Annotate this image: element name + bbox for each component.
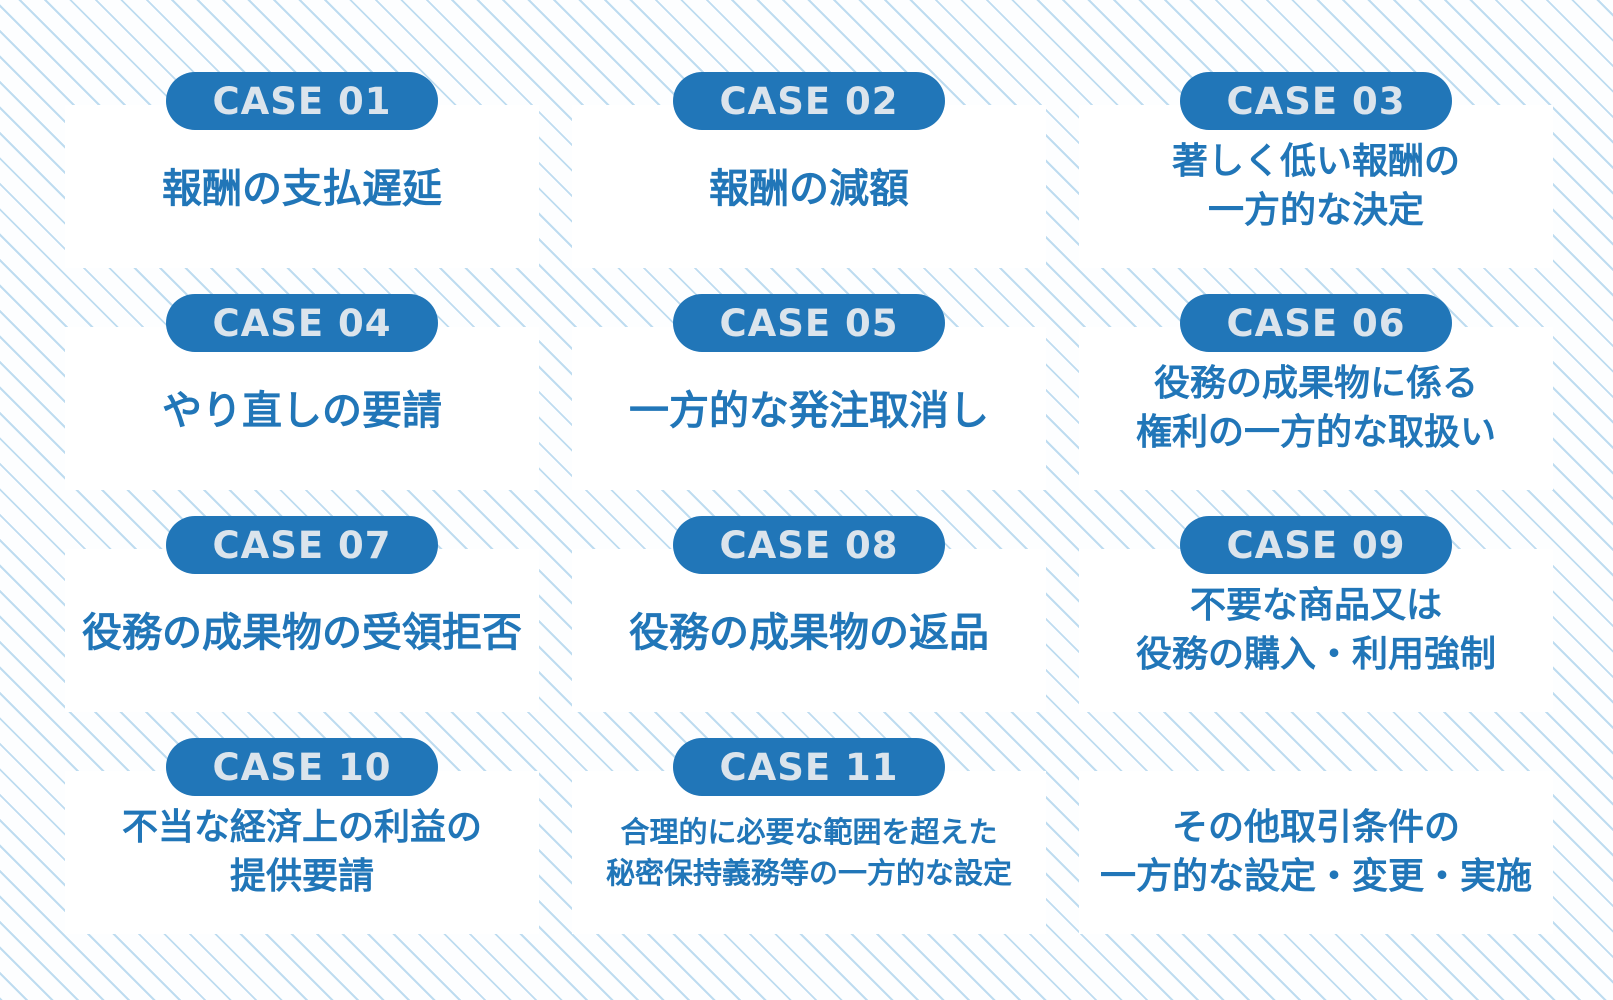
case-title-line: 権利の一方的な取扱い	[1135, 411, 1496, 453]
case-title: 一方的な発注取消し	[572, 327, 1046, 490]
case-title: 著しく低い報酬の一方的な決定	[1079, 105, 1553, 268]
case-card-body	[1079, 327, 1553, 490]
case-number-badge: CASE 07	[166, 516, 438, 574]
case-number-label: CASE 09	[1226, 523, 1406, 567]
case-number-label: CASE 10	[212, 745, 392, 789]
case-card-body	[65, 549, 539, 712]
case-number-label: CASE 02	[719, 79, 899, 123]
case-title-line: 役務の成果物の受領拒否	[82, 609, 522, 656]
case-title-line: 役務の成果物に係る	[1153, 362, 1478, 404]
case-card-body	[572, 771, 1046, 934]
case-number-badge: CASE 02	[673, 72, 945, 130]
case-title-line: やり直しの要請	[162, 387, 442, 434]
case-number-label: CASE 06	[1226, 301, 1406, 345]
case-number-label: CASE 11	[719, 745, 899, 789]
case-card[interactable]: CASE 02 報酬の減額	[572, 72, 1046, 268]
case-title-line: 一方的な設定・変更・実施	[1099, 855, 1532, 897]
case-title-line: 報酬の減額	[709, 165, 909, 212]
case-number-badge: CASE 04	[166, 294, 438, 352]
case-card-body	[65, 771, 539, 934]
case-card[interactable]: CASE 08 役務の成果物の返品	[572, 516, 1046, 712]
case-title: 役務の成果物の受領拒否	[65, 549, 539, 712]
case-number-badge: CASE 05	[673, 294, 945, 352]
case-title: 不要な商品又は役務の購入・利用強制	[1079, 549, 1553, 712]
case-title-line: 役務の成果物の返品	[629, 609, 989, 656]
case-title: その他取引条件の一方的な設定・変更・実施	[1079, 771, 1553, 934]
case-number-label: CASE 07	[212, 523, 392, 567]
case-title-line: 合理的に必要な範囲を超えた	[620, 814, 998, 849]
case-title-line: 一方的な発注取消し	[629, 387, 989, 434]
case-title: 不当な経済上の利益の提供要請	[65, 771, 539, 934]
case-card[interactable]: CASE 01 報酬の支払遅延	[65, 72, 539, 268]
case-number-badge: CASE 09	[1180, 516, 1452, 574]
case-title: 報酬の支払遅延	[65, 105, 539, 268]
case-title-line: その他取引条件の	[1171, 806, 1460, 848]
case-card-body	[1079, 105, 1553, 268]
case-card[interactable]: CASE 07 役務の成果物の受領拒否	[65, 516, 539, 712]
case-title: 役務の成果物に係る権利の一方的な取扱い	[1079, 327, 1553, 490]
case-card-body	[572, 327, 1046, 490]
case-title: やり直しの要請	[65, 327, 539, 490]
case-title-line: 提供要請	[229, 855, 374, 897]
case-card-body	[1079, 771, 1553, 934]
case-title-line: 著しく低い報酬の	[1171, 140, 1460, 182]
case-card-body	[65, 105, 539, 268]
case-title-line: 一方的な決定	[1207, 189, 1424, 231]
case-title: 報酬の減額	[572, 105, 1046, 268]
case-card[interactable]: その他取引条件の一方的な設定・変更・実施	[1079, 738, 1553, 934]
case-number-badge: CASE 06	[1180, 294, 1452, 352]
case-number-label: CASE 05	[719, 301, 899, 345]
case-card-body	[1079, 549, 1553, 712]
case-card[interactable]: CASE 05 一方的な発注取消し	[572, 294, 1046, 490]
case-title-line: 報酬の支払遅延	[162, 165, 442, 212]
case-number-label: CASE 08	[719, 523, 899, 567]
case-number-badge: CASE 08	[673, 516, 945, 574]
case-title-line: 不要な商品又は	[1189, 584, 1442, 626]
case-number-label: CASE 01	[212, 79, 392, 123]
case-number-badge: CASE 11	[673, 738, 945, 796]
case-number-badge: CASE 03	[1180, 72, 1452, 130]
case-title: 役務の成果物の返品	[572, 549, 1046, 712]
case-title-line: 不当な経済上の利益の	[121, 806, 482, 848]
case-card-body	[572, 549, 1046, 712]
case-number-badge: CASE 01	[166, 72, 438, 130]
case-card-body	[65, 327, 539, 490]
case-title: 合理的に必要な範囲を超えた秘密保持義務等の一方的な設定	[572, 771, 1046, 934]
case-title-line: 役務の購入・利用強制	[1135, 633, 1496, 675]
case-number-label: CASE 04	[212, 301, 392, 345]
case-number-badge: CASE 10	[166, 738, 438, 796]
case-number-label: CASE 03	[1226, 79, 1406, 123]
case-card-body	[572, 105, 1046, 268]
case-title-line: 秘密保持義務等の一方的な設定	[605, 855, 1012, 890]
case-card[interactable]: CASE 04 やり直しの要請	[65, 294, 539, 490]
